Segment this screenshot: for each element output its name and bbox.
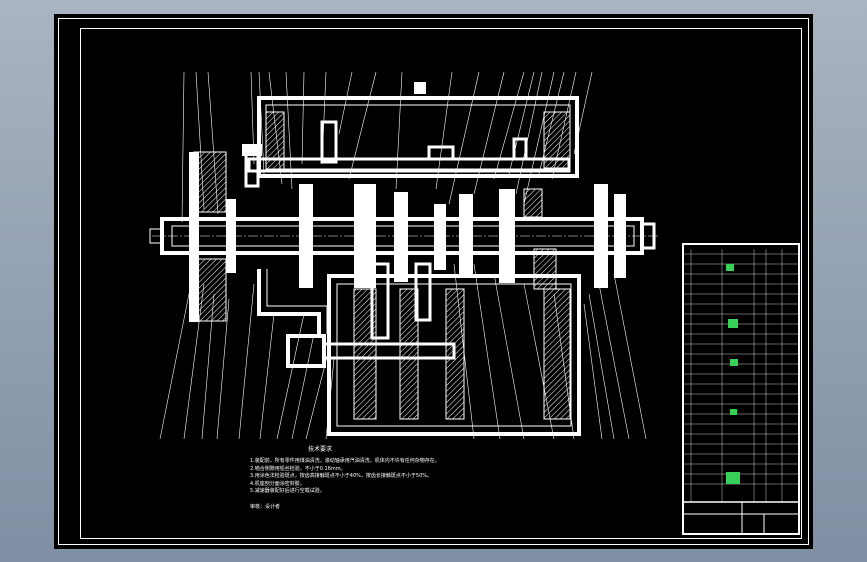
lower-countershaft — [286, 262, 456, 368]
notes-title: 技术要求 — [308, 446, 333, 453]
gearbox-housing — [257, 96, 581, 436]
shaft-gears — [189, 82, 626, 322]
parts-list-table — [682, 243, 800, 535]
note-line-3: 3.用涂色法检验斑点，按齿高接触斑点不小于40%，按齿长接触斑点不小于50%。 — [250, 473, 433, 480]
technical-notes: 技术要求 1.装配前，所有零件用煤油清洗，滚动轴承用汽油清洗，机体内不许有任何杂… — [250, 446, 580, 512]
note-line-5: 5.减速器装配好后进行空载试验。 — [250, 488, 325, 495]
drawing-frame — [80, 28, 802, 539]
drawing-sheet: 技术要求 1.装配前，所有零件用煤油清洗，滚动轴承用汽油清洗，机体内不许有任何杂… — [54, 14, 813, 549]
note-line-4: 4.机座剖分面涂密封胶。 — [250, 480, 305, 487]
upper-countershaft — [244, 120, 571, 188]
parts-list-marks — [726, 264, 740, 484]
sheet-border — [58, 18, 809, 545]
note-signature: 审核：设计者 — [250, 503, 281, 510]
note-line-1: 1.装配前，所有零件用煤油清洗，滚动轴承用汽油清洗，机体内不许有任何杂物存在。 — [250, 458, 440, 464]
note-line-2: 2.啮合侧隙用铅丝检验，不小于0.16mm。 — [250, 465, 346, 472]
assembly-drawing — [149, 71, 800, 535]
